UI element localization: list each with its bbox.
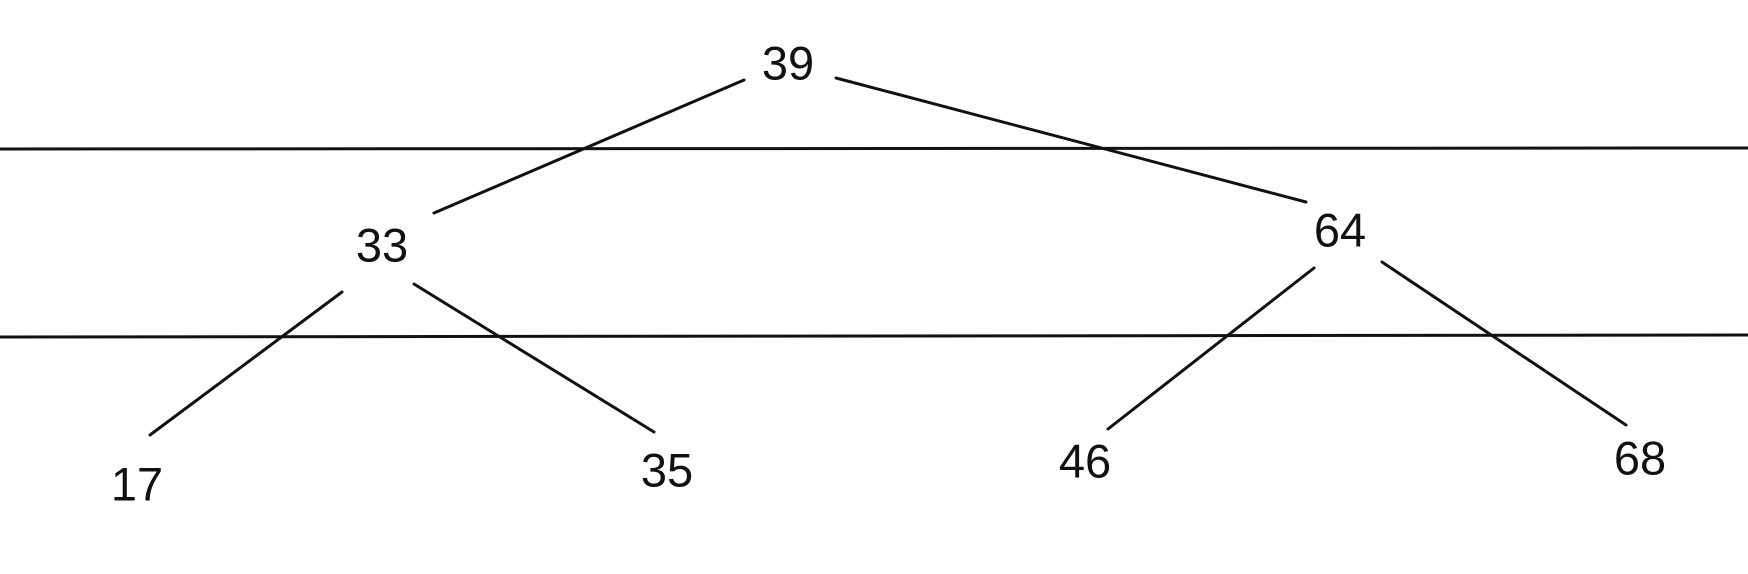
tree-node-46: 46 — [1059, 435, 1111, 488]
tree-node-33: 33 — [356, 219, 408, 272]
level-separator-1 — [0, 146, 1748, 151]
tree-node-35: 35 — [641, 444, 693, 497]
edge-33-17 — [148, 290, 344, 437]
edge-33-35 — [412, 282, 656, 434]
tree-node-39: 39 — [762, 37, 814, 90]
tree-node-17: 17 — [111, 458, 163, 511]
tree-node-68: 68 — [1614, 432, 1666, 485]
edge-39-33 — [432, 78, 746, 215]
level-separator-2 — [0, 333, 1748, 339]
tree-node-64: 64 — [1314, 204, 1366, 257]
edge-64-68 — [1380, 260, 1628, 427]
edge-39-64 — [834, 76, 1308, 204]
edge-64-46 — [1106, 266, 1316, 431]
